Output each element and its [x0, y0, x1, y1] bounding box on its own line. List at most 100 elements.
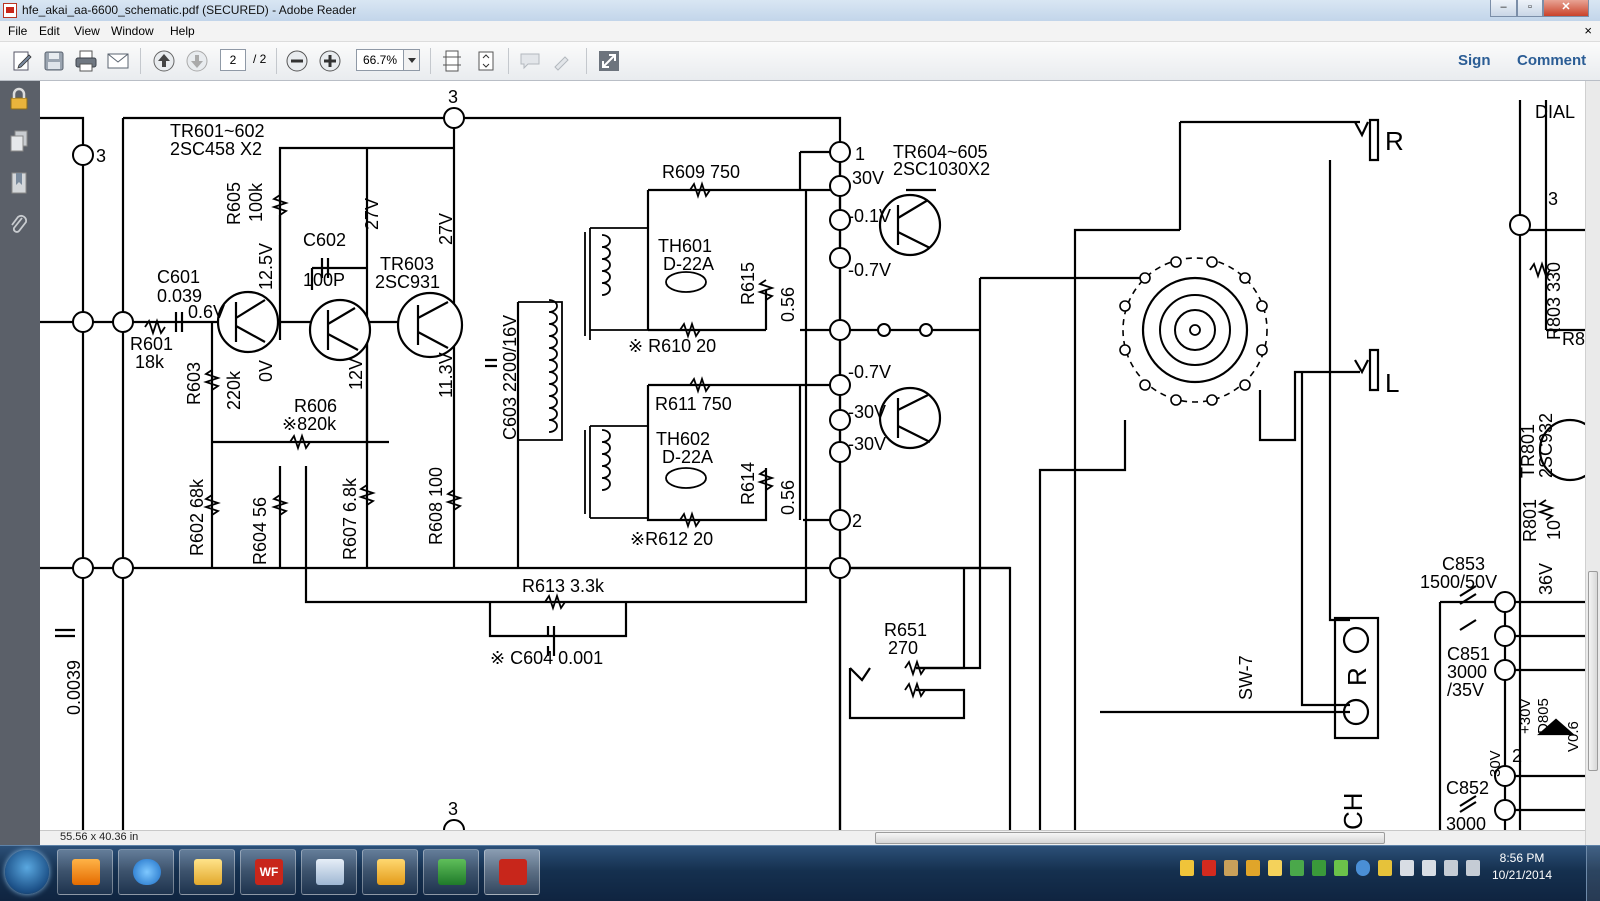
tray-flag-icon[interactable] [1422, 860, 1436, 876]
r606-value: ※820k [282, 414, 337, 434]
clock-date: 10/21/2014 [1491, 868, 1553, 882]
output-l-label: L [1385, 368, 1399, 398]
highlight-icon[interactable] [551, 49, 575, 73]
taskbar-media-player[interactable] [57, 849, 113, 895]
tray-sync-icon[interactable] [1290, 860, 1304, 876]
c852-value: 3000 [1446, 814, 1486, 830]
speaker-r-label: R [1342, 667, 1372, 686]
r613-label: R613 3.3k [522, 576, 605, 596]
horizontal-scroll-thumb[interactable] [875, 832, 1385, 844]
taskbar-outlook[interactable] [362, 849, 418, 895]
title-bar: hfe_akai_aa-6600_schematic.pdf (SECURED)… [0, 0, 1600, 21]
schematic-labels: 3 3 3 3 TR601~602 2SC458 X2 R605 100k C6… [64, 87, 1585, 830]
c851-rating: /35V [1447, 680, 1484, 700]
voltage-12-5v: 12.5V [256, 243, 276, 290]
zoom-out-icon[interactable] [285, 49, 309, 73]
close-document-icon[interactable]: × [1584, 23, 1592, 38]
taskbar-ie[interactable] [118, 849, 174, 895]
attachment-icon[interactable] [8, 213, 30, 237]
tray-help-icon[interactable] [1356, 860, 1370, 876]
full-screen-icon[interactable] [597, 49, 621, 73]
menu-edit[interactable]: Edit [39, 24, 60, 38]
comment-button[interactable]: Comment [1517, 52, 1587, 69]
save-icon[interactable] [42, 49, 66, 73]
start-button[interactable] [5, 850, 49, 894]
tray-lock-icon[interactable] [1378, 860, 1392, 876]
node-1: 1 [855, 144, 865, 164]
r610-label: ※ R610 20 [628, 336, 716, 356]
pages-icon[interactable] [8, 129, 30, 153]
r601-label: R601 [130, 334, 173, 354]
zoom-in-icon[interactable] [318, 49, 342, 73]
tray-tool-icon[interactable] [1224, 860, 1238, 876]
tray-network-icon[interactable] [1444, 860, 1458, 876]
sign-button[interactable]: Sign [1458, 52, 1491, 69]
zoom-dropdown-button[interactable] [404, 49, 420, 71]
tray-device-icon[interactable] [1400, 860, 1414, 876]
print-icon[interactable] [74, 49, 98, 73]
zoom-input[interactable]: 66.7% [356, 49, 404, 71]
r606-label: R606 [294, 396, 337, 416]
lync-icon [316, 859, 344, 885]
acrobat-icon [499, 859, 527, 885]
comment-bubble-icon[interactable] [518, 49, 542, 73]
fit-page-icon[interactable] [474, 49, 498, 73]
menu-help[interactable]: Help [170, 24, 195, 38]
explorer-icon [194, 859, 222, 885]
vertical-scrollbar[interactable] [1585, 81, 1600, 845]
maximize-button[interactable]: ▫ [1517, 0, 1543, 17]
voltage-0v: 0V [256, 360, 276, 382]
r651-value: 270 [888, 638, 918, 658]
close-button[interactable]: ✕ [1543, 0, 1589, 17]
media-player-icon [72, 859, 100, 885]
tray-search-icon[interactable] [1246, 860, 1260, 876]
tr601-part: 2SC458 X2 [170, 139, 262, 159]
tray-volume-icon[interactable] [1466, 860, 1480, 876]
vertical-scroll-thumb[interactable] [1588, 571, 1598, 771]
r603-label: R603 [184, 362, 204, 405]
th602-value: D-22A [662, 447, 713, 467]
tray-refresh-icon[interactable] [1312, 860, 1326, 876]
taskbar-lync[interactable] [301, 849, 357, 895]
scrolling-mode-icon[interactable] [440, 49, 464, 73]
page-number-input[interactable]: 2 [220, 49, 246, 71]
tr801-part: 2SC932 [1536, 413, 1556, 478]
tray-shield-icon[interactable] [1180, 860, 1194, 876]
email-icon[interactable] [106, 49, 130, 73]
taskbar-excel[interactable] [423, 849, 479, 895]
toolbar [0, 42, 1600, 81]
tray-video-icon[interactable] [1202, 860, 1216, 876]
bookmark-icon[interactable] [8, 171, 30, 195]
tray-mail-icon[interactable] [1268, 860, 1282, 876]
page-size-label: 55.56 x 40.36 in [60, 831, 139, 843]
previous-page-icon[interactable] [152, 49, 176, 73]
tr801-label: TR801 [1518, 424, 1538, 478]
document-view[interactable]: 3 3 3 3 TR601~602 2SC458 X2 R605 100k C6… [40, 81, 1585, 830]
tr603-label: TR603 [380, 254, 434, 274]
next-page-icon[interactable] [185, 49, 209, 73]
minimize-button[interactable]: – [1490, 0, 1517, 17]
tray-wifi-icon[interactable] [1334, 860, 1348, 876]
r612-label: ※R612 20 [630, 529, 713, 549]
menu-window[interactable]: Window [111, 24, 154, 38]
lock-icon[interactable] [8, 87, 30, 111]
r614-label: R614 [738, 462, 758, 505]
create-pdf-icon[interactable] [10, 49, 34, 73]
menu-view[interactable]: View [74, 24, 100, 38]
node-3-top: 3 [448, 87, 458, 107]
clock[interactable]: 8:56 PM 10/21/2014 [1480, 850, 1564, 884]
taskbar-explorer[interactable] [179, 849, 235, 895]
menu-file[interactable]: File [8, 24, 28, 38]
voltage-27v-b: 27V [436, 213, 456, 245]
th601-value: D-22A [663, 254, 714, 274]
node-2-right: 2 [1512, 746, 1522, 766]
voltage-12v: 12V [346, 358, 366, 390]
r608-label: R608 100 [426, 467, 446, 545]
r602-label: R602 68k [187, 478, 207, 556]
taskbar-wf[interactable]: WF [240, 849, 296, 895]
show-desktop-button[interactable] [1586, 846, 1600, 901]
ch-label: CH [1338, 792, 1368, 830]
taskbar-acrobat[interactable] [484, 849, 540, 895]
dial-label: DIAL [1535, 102, 1575, 122]
c852-label: C852 [1446, 778, 1489, 798]
